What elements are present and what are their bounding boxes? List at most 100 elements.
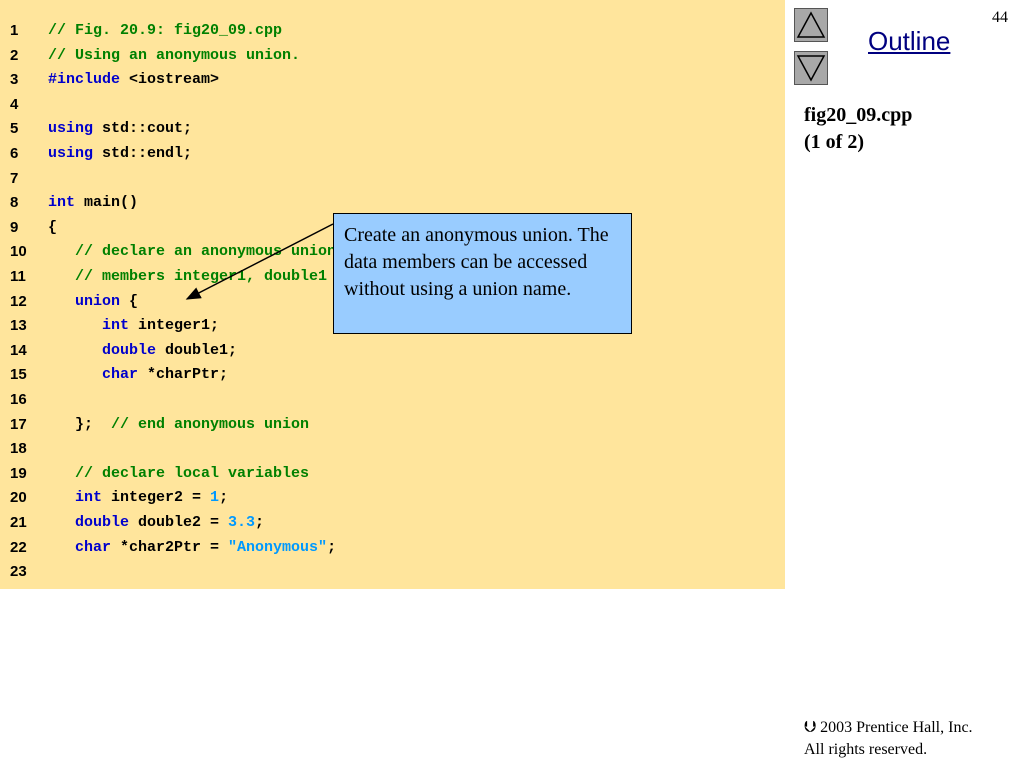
- code-line: 21 double double2 = 3.3;: [0, 511, 785, 535]
- outline-link[interactable]: Outline: [868, 26, 951, 56]
- code-line: 18: [0, 437, 785, 461]
- code-text: // declare an anonymous union: [48, 240, 336, 264]
- code-token: double1;: [165, 341, 238, 359]
- code-text: union {: [48, 290, 138, 314]
- code-token: ;: [255, 514, 265, 531]
- triangle-down-icon: [796, 55, 826, 82]
- line-number: 7: [10, 169, 19, 187]
- code-token: {: [48, 218, 58, 236]
- callout-box: Create an anonymous union. The data memb…: [333, 213, 632, 334]
- code-line: 3 #include <iostream>: [0, 68, 785, 92]
- code-token: <iostream>: [129, 71, 220, 89]
- code-token: int: [48, 317, 139, 335]
- copyright-footer: ⮋ 2003 Prentice Hall, Inc. All rights re…: [804, 717, 973, 761]
- code-token: 1: [210, 489, 220, 507]
- line-number: 4: [10, 95, 19, 113]
- code-line: 9{: [0, 216, 785, 240]
- file-label: fig20_09.cpp (1 of 2): [804, 102, 912, 156]
- code-text: using std::cout;: [48, 117, 192, 141]
- code-token: // declare an anonymous union: [48, 243, 337, 261]
- line-number: 13: [10, 317, 27, 335]
- code-token: int: [48, 194, 85, 212]
- part-label: (1 of 2): [804, 131, 864, 153]
- line-number: 14: [10, 341, 27, 359]
- code-line: 12 union {: [0, 290, 785, 314]
- code-token: 3.3: [228, 514, 256, 531]
- code-line: 22 char *char2Ptr = "Anonymous";: [0, 536, 785, 560]
- code-token: ;: [327, 538, 337, 556]
- line-number: 3: [10, 71, 19, 89]
- code-token: double: [48, 341, 166, 359]
- code-token: double: [48, 514, 139, 531]
- code-token: union: [48, 292, 130, 310]
- code-token: char: [48, 538, 121, 556]
- previous-slide-button[interactable]: [794, 8, 828, 42]
- code-line: 15 char *charPtr;: [0, 363, 785, 387]
- code-text: int integer1;: [48, 314, 219, 338]
- code-token: integer2 =: [111, 489, 211, 507]
- code-token: using: [48, 145, 103, 162]
- code-token: // declare local variables: [48, 464, 310, 482]
- line-number: 12: [10, 292, 27, 310]
- line-number: 17: [10, 415, 27, 433]
- code-line: 7: [0, 167, 785, 191]
- code-line: 17 }; // end anonymous union: [0, 413, 785, 437]
- triangle-up-icon: [796, 11, 826, 38]
- code-token: // Using an anonymous union.: [48, 46, 301, 64]
- code-text: // declare local variables: [48, 462, 309, 486]
- code-token: using: [48, 120, 103, 138]
- code-text: #include <iostream>: [48, 68, 219, 92]
- code-text: }; // end anonymous union: [48, 413, 309, 437]
- code-token: std::cout;: [102, 120, 193, 138]
- code-text: char *char2Ptr = "Anonymous";: [48, 536, 336, 560]
- code-text: double double2 = 3.3;: [48, 511, 264, 535]
- line-number: 10: [10, 243, 27, 261]
- line-number: 6: [10, 145, 19, 162]
- code-text: {: [48, 216, 57, 240]
- line-number: 11: [10, 268, 26, 285]
- code-token: integer1;: [138, 317, 220, 335]
- code-line: 23: [0, 560, 785, 584]
- line-number: 5: [10, 120, 19, 138]
- code-text: int main(): [48, 191, 138, 215]
- line-number: 21: [10, 514, 27, 531]
- line-number: 23: [10, 563, 27, 581]
- code-text: double double1;: [48, 339, 237, 363]
- line-number: 9: [10, 218, 19, 236]
- code-token: #include: [48, 71, 130, 89]
- code-token: char: [48, 366, 148, 384]
- code-token: std::endl;: [102, 145, 193, 162]
- code-line: 14 double double1;: [0, 339, 785, 363]
- code-line: 13 int integer1;: [0, 314, 785, 338]
- callout-text: Create an anonymous union. The data memb…: [344, 224, 609, 300]
- code-line: 20 int integer2 = 1;: [0, 486, 785, 510]
- code-text: using std::endl;: [48, 142, 192, 166]
- code-token: {: [129, 292, 139, 310]
- line-number: 22: [10, 538, 27, 556]
- line-number: 15: [10, 366, 27, 384]
- next-slide-button[interactable]: [794, 51, 828, 85]
- code-token: // Fig. 20.9: fig20_09.cpp: [48, 22, 283, 39]
- code-line: 4: [0, 93, 785, 117]
- line-number: 19: [10, 464, 27, 482]
- page-number: 44: [992, 9, 1008, 26]
- code-token: main(): [84, 194, 139, 212]
- code-line: 6 using std::endl;: [0, 142, 785, 166]
- file-name: fig20_09.cpp: [804, 104, 913, 126]
- code-token: *charPtr;: [147, 366, 229, 384]
- code-token: // end anonymous union: [111, 415, 310, 433]
- code-token: int: [48, 489, 112, 507]
- code-line: 19 // declare local variables: [0, 462, 785, 486]
- rights-line: All rights reserved.: [804, 741, 928, 758]
- copyright-line: ⮋ 2003 Prentice Hall, Inc.: [804, 719, 973, 736]
- line-number: 18: [10, 440, 27, 458]
- code-token: };: [48, 415, 112, 433]
- code-line: 16: [0, 388, 785, 412]
- code-token: "Anonymous": [228, 538, 328, 556]
- code-token: double2 =: [138, 514, 229, 531]
- code-text: // Fig. 20.9: fig20_09.cpp: [48, 19, 282, 43]
- code-line: 5 using std::cout;: [0, 117, 785, 141]
- line-number: 8: [10, 194, 19, 212]
- code-line: 8 int main(): [0, 191, 785, 215]
